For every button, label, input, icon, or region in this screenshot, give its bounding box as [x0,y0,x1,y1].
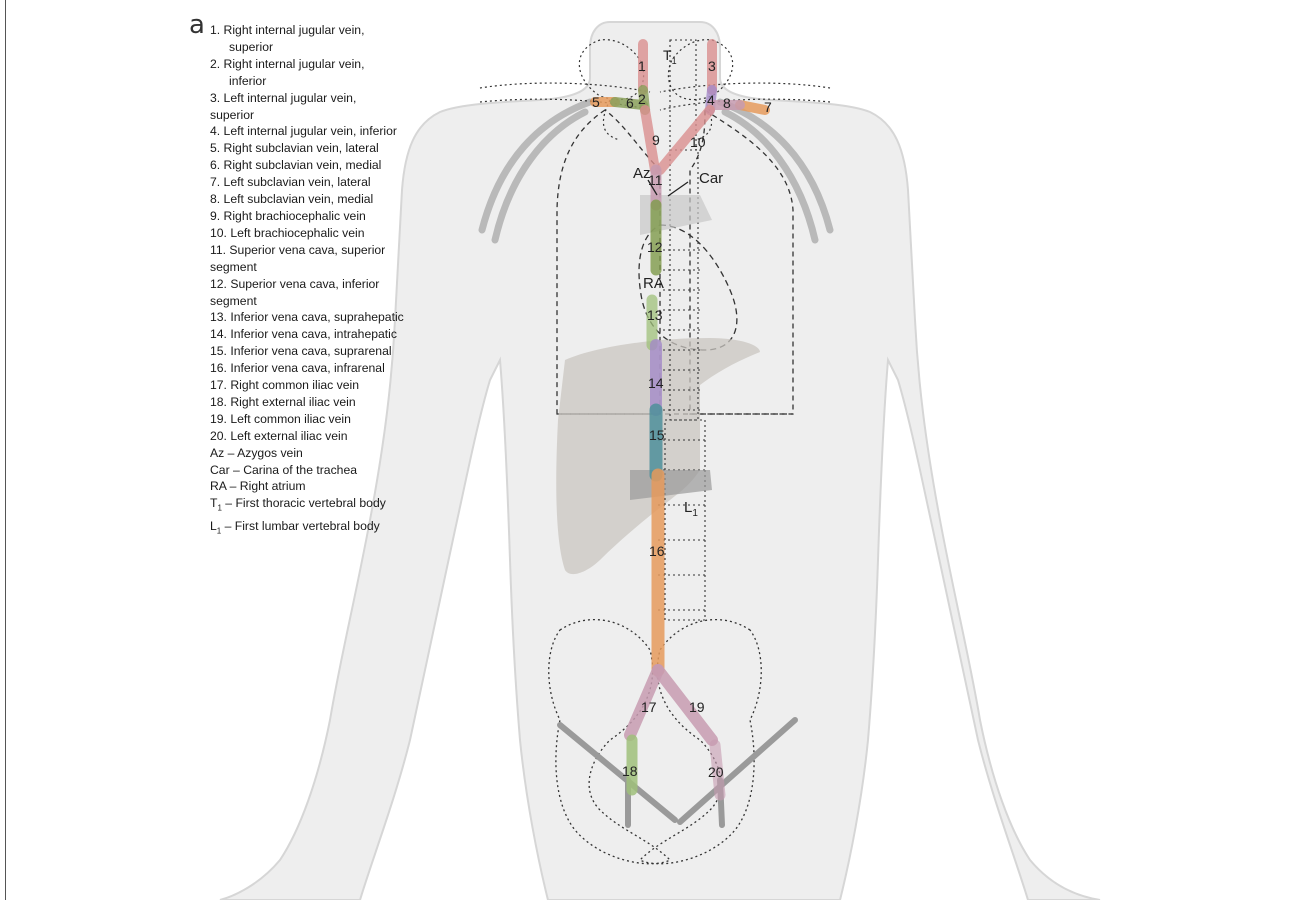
label-5: 5 [592,94,600,110]
panel-letter: a [189,12,205,38]
legend-item: 5. Right subclavian vein, lateral [210,140,450,157]
label-car: Car [699,170,723,187]
legend-item: 15. Inferior vena cava, suprarenal [210,343,450,360]
legend-item: 18. Right external iliac vein [210,394,450,411]
legend-item: 1. Right internal jugular vein,superior [210,22,450,56]
label-4: 4 [707,92,715,108]
legend-item: 10. Left brachiocephalic vein [210,225,450,242]
label-13: 13 [647,307,663,323]
legend-item: 3. Left internal jugular vein,superior [210,90,450,124]
legend-item: RA – Right atrium [210,478,450,495]
label-8: 8 [723,95,731,111]
label-19: 19 [689,699,705,715]
legend-item: Car – Carina of the trachea [210,462,450,479]
label-1: 1 [638,58,646,74]
legend-item-t1: T1 – First thoracic vertebral body [210,495,450,517]
legend-item: 8. Left subclavian vein, medial [210,191,450,208]
legend-item: 9. Right brachiocephalic vein [210,208,450,225]
label-18: 18 [622,763,638,779]
label-16: 16 [649,543,665,559]
label-12: 12 [647,239,663,255]
legend-item: 20. Left external iliac vein [210,428,450,445]
label-10: 10 [690,134,706,150]
label-6: 6 [626,95,634,111]
label-9: 9 [652,132,660,148]
label-2: 2 [638,91,646,107]
legend-item-l1: L1 – First lumbar vertebral body [210,518,450,540]
label-az: Az [633,165,651,182]
legend-item: 17. Right common iliac vein [210,377,450,394]
legend-item: Az – Azygos vein [210,445,450,462]
legend-item: 2. Right internal jugular vein,inferior [210,56,450,90]
legend-item: 16. Inferior vena cava, infrarenal [210,360,450,377]
legend-item: 14. Inferior vena cava, intrahepatic [210,326,450,343]
label-3: 3 [708,58,716,74]
legend-item: 7. Left subclavian vein, lateral [210,174,450,191]
label-7: 7 [764,99,772,115]
label-14: 14 [648,375,664,391]
label-20: 20 [708,764,724,780]
legend-item: 19. Left common iliac vein [210,411,450,428]
label-17: 17 [641,699,657,715]
label-15: 15 [649,427,665,443]
label-ra: RA [643,275,664,292]
legend-item: 4. Left internal jugular vein, inferior [210,123,450,140]
legend-item: 6. Right subclavian vein, medial [210,157,450,174]
legend-item: 13. Inferior vena cava, suprahepatic [210,309,450,326]
